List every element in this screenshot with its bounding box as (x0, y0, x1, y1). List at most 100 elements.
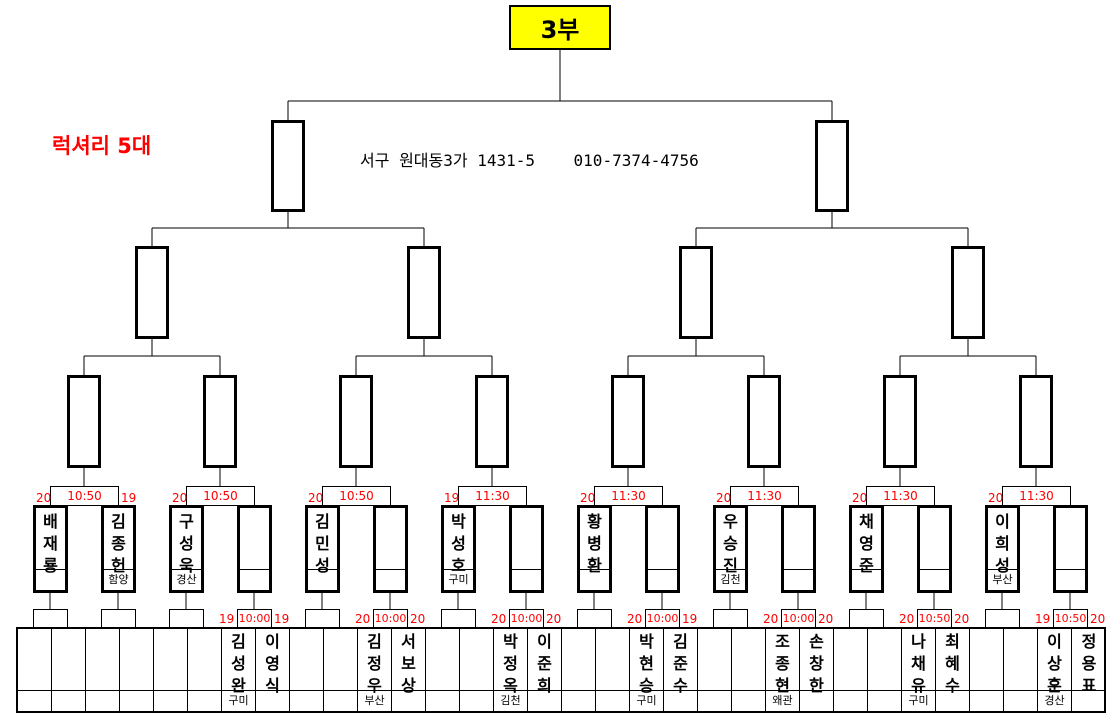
match-time: 10:50 (322, 486, 391, 506)
first-round-cell: 이영식 (256, 629, 290, 711)
bottom-score-left: 20 (899, 612, 915, 626)
player-name: 최혜수 (945, 632, 960, 695)
player-box: 황병환 (577, 505, 612, 593)
match-time: 11:30 (1002, 486, 1071, 506)
player-region: 부산 (358, 690, 391, 711)
bottom-score-right: 19 (274, 612, 290, 626)
bottom-score-left: 20 (355, 612, 371, 626)
player-region: 구미 (222, 690, 255, 711)
player-box (781, 505, 816, 593)
first-round-cell: 정용표 (1072, 629, 1106, 711)
quarterfinal-slot (951, 246, 985, 339)
player-region (86, 690, 119, 711)
bottom-connector-box (101, 609, 136, 628)
player-region: 왜관 (766, 690, 799, 711)
player-region (852, 569, 881, 590)
first-round-cell (460, 629, 494, 711)
first-round-cell (52, 629, 86, 711)
first-round-cell (154, 629, 188, 711)
player-region (18, 690, 51, 711)
score-left: 20 (988, 491, 1004, 505)
division-title: 3부 (509, 5, 611, 50)
player-region: 김천 (494, 690, 527, 711)
player-region: 부산 (988, 569, 1017, 590)
round-of-16-slot (883, 375, 917, 468)
player-region (936, 690, 969, 711)
player-region (664, 690, 697, 711)
semifinal-slot (815, 120, 849, 212)
bottom-score-right: 20 (546, 612, 562, 626)
player-region (36, 569, 65, 590)
match-time: 10:50 (186, 486, 255, 506)
player-region: 구미 (902, 690, 935, 711)
player-box: 배재룡 (33, 505, 68, 593)
player-region (392, 690, 425, 711)
match-time: 11:30 (594, 486, 663, 506)
player-region (528, 690, 561, 711)
player-region (426, 690, 459, 711)
score-left: 20 (716, 491, 732, 505)
player-name: 이영식 (265, 632, 280, 695)
round-of-16-slot (747, 375, 781, 468)
player-region (324, 690, 357, 711)
player-box (373, 505, 408, 593)
bottom-match-time: 10:00 (509, 609, 544, 628)
player-name: 우승진 (723, 512, 738, 575)
player-region (52, 690, 85, 711)
quarterfinal-slot (135, 246, 169, 339)
player-box (509, 505, 544, 593)
player-name: 서보상 (401, 632, 416, 695)
player-name: 이준희 (537, 632, 552, 695)
bottom-match-time: 10:50 (917, 609, 952, 628)
player-region (256, 690, 289, 711)
round-of-16-slot (339, 375, 373, 468)
bottom-score-right: 20 (1090, 612, 1106, 626)
first-round-cell (324, 629, 358, 711)
player-region (460, 690, 493, 711)
player-region (732, 690, 765, 711)
first-round-cell (562, 629, 596, 711)
player-region (188, 690, 221, 711)
player-region (290, 690, 323, 711)
first-round-cell (18, 629, 52, 711)
player-name: 김준수 (673, 632, 688, 695)
bottom-score-right: 19 (682, 612, 698, 626)
player-region: 함양 (104, 569, 133, 590)
player-name: 김성완 (231, 632, 246, 695)
bottom-score-right: 20 (410, 612, 426, 626)
player-name: 정용표 (1081, 632, 1097, 695)
bottom-connector-box (305, 609, 340, 628)
match-time: 10:50 (50, 486, 119, 506)
player-region (868, 690, 901, 711)
score-right: 19 (121, 491, 137, 505)
bottom-match-time: 10:00 (237, 609, 272, 628)
round-of-16-slot (1019, 375, 1053, 468)
player-box (645, 505, 680, 593)
player-region (580, 569, 609, 590)
first-round-cell (188, 629, 222, 711)
bottom-connector-box (169, 609, 204, 628)
bottom-match-time: 10:50 (1053, 609, 1088, 628)
player-name: 박정옥 (503, 632, 518, 695)
match-time: 11:30 (730, 486, 799, 506)
bottom-score-left: 20 (763, 612, 779, 626)
bottom-match-time: 10:00 (781, 609, 816, 628)
round-of-16-slot (475, 375, 509, 468)
player-name: 손창한 (809, 632, 824, 695)
match-time: 11:30 (458, 486, 527, 506)
round-of-16-slot (67, 375, 101, 468)
player-region (154, 690, 187, 711)
score-left: 20 (172, 491, 188, 505)
player-region (698, 690, 731, 711)
bottom-match-time: 10:00 (373, 609, 408, 628)
bottom-score-left: 19 (219, 612, 235, 626)
player-region (562, 690, 595, 711)
